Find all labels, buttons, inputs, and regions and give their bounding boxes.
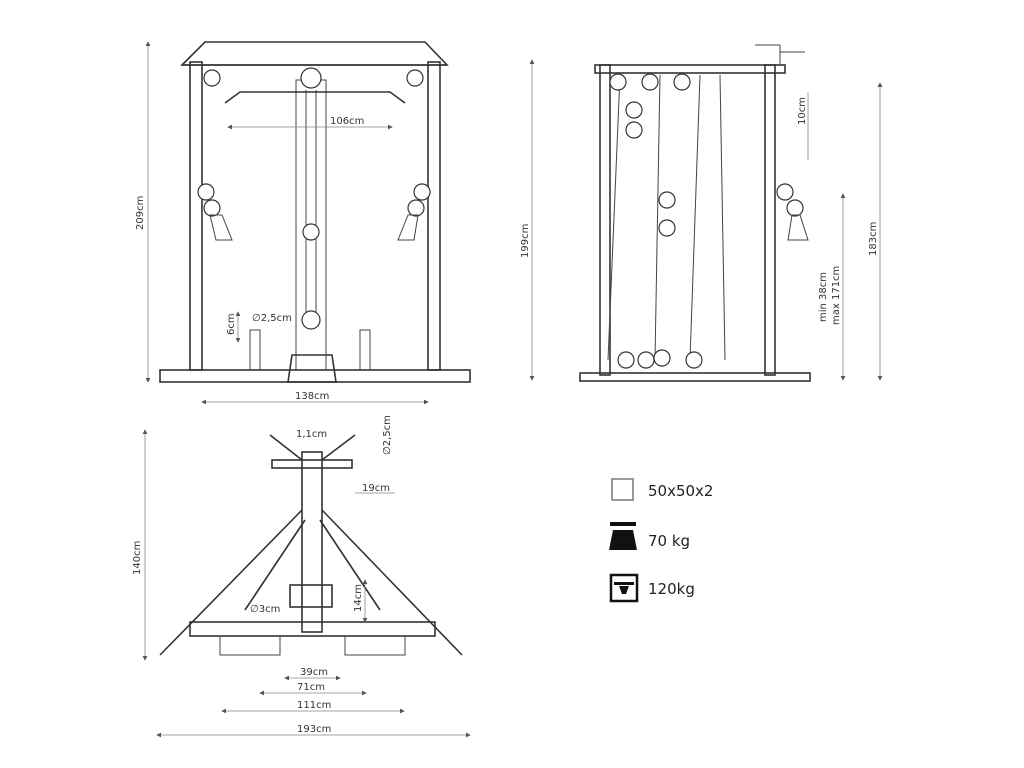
legend: 50x50x2 70 kg 120kg: [609, 478, 713, 603]
step-label: 10cm: [797, 97, 808, 125]
offset-label: 19cm: [362, 483, 390, 494]
peg-height-label: 6cm: [226, 313, 237, 335]
profile-label: 50x50x2: [648, 482, 713, 500]
plate-depth-label: 14cm: [353, 584, 364, 612]
scale-icon: [609, 522, 637, 550]
pulley-height-label: 183cm: [868, 222, 879, 256]
side-view: 199cm 183cm 10cm min 38cm max 171cm: [520, 44, 883, 382]
profile-icon: [611, 478, 634, 501]
w193-label: 193cm: [297, 724, 331, 735]
tube-label: 1,1cm: [296, 429, 327, 440]
w39-label: 39cm: [300, 667, 328, 678]
top-peg-label: ∅2,5cm: [382, 415, 393, 455]
depth-label: 140cm: [132, 541, 143, 575]
top-view: 140cm 1,1cm ∅2,5cm 19cm ∅3cm 14cm 39cm 7…: [132, 415, 471, 738]
weightlifter-icon: [609, 573, 639, 603]
front-view: 209cm 106cm 138cm ∅2,5cm 6cm: [135, 41, 471, 405]
front-height-label: 209cm: [135, 196, 146, 230]
w71-label: 71cm: [297, 682, 325, 693]
max-height-label: max 171cm: [831, 266, 842, 325]
hole-diameter-label: ∅3cm: [250, 604, 280, 615]
max-load-label: 120kg: [648, 580, 695, 598]
peg-diameter-label: ∅2,5cm: [252, 313, 292, 324]
min-height-label: min 38cm: [818, 272, 829, 322]
w111-label: 111cm: [297, 700, 331, 711]
weight-label: 70 kg: [648, 532, 690, 550]
bar-width-label: 106cm: [330, 116, 364, 127]
side-height-label: 199cm: [520, 224, 531, 258]
front-width-label: 138cm: [295, 391, 329, 402]
